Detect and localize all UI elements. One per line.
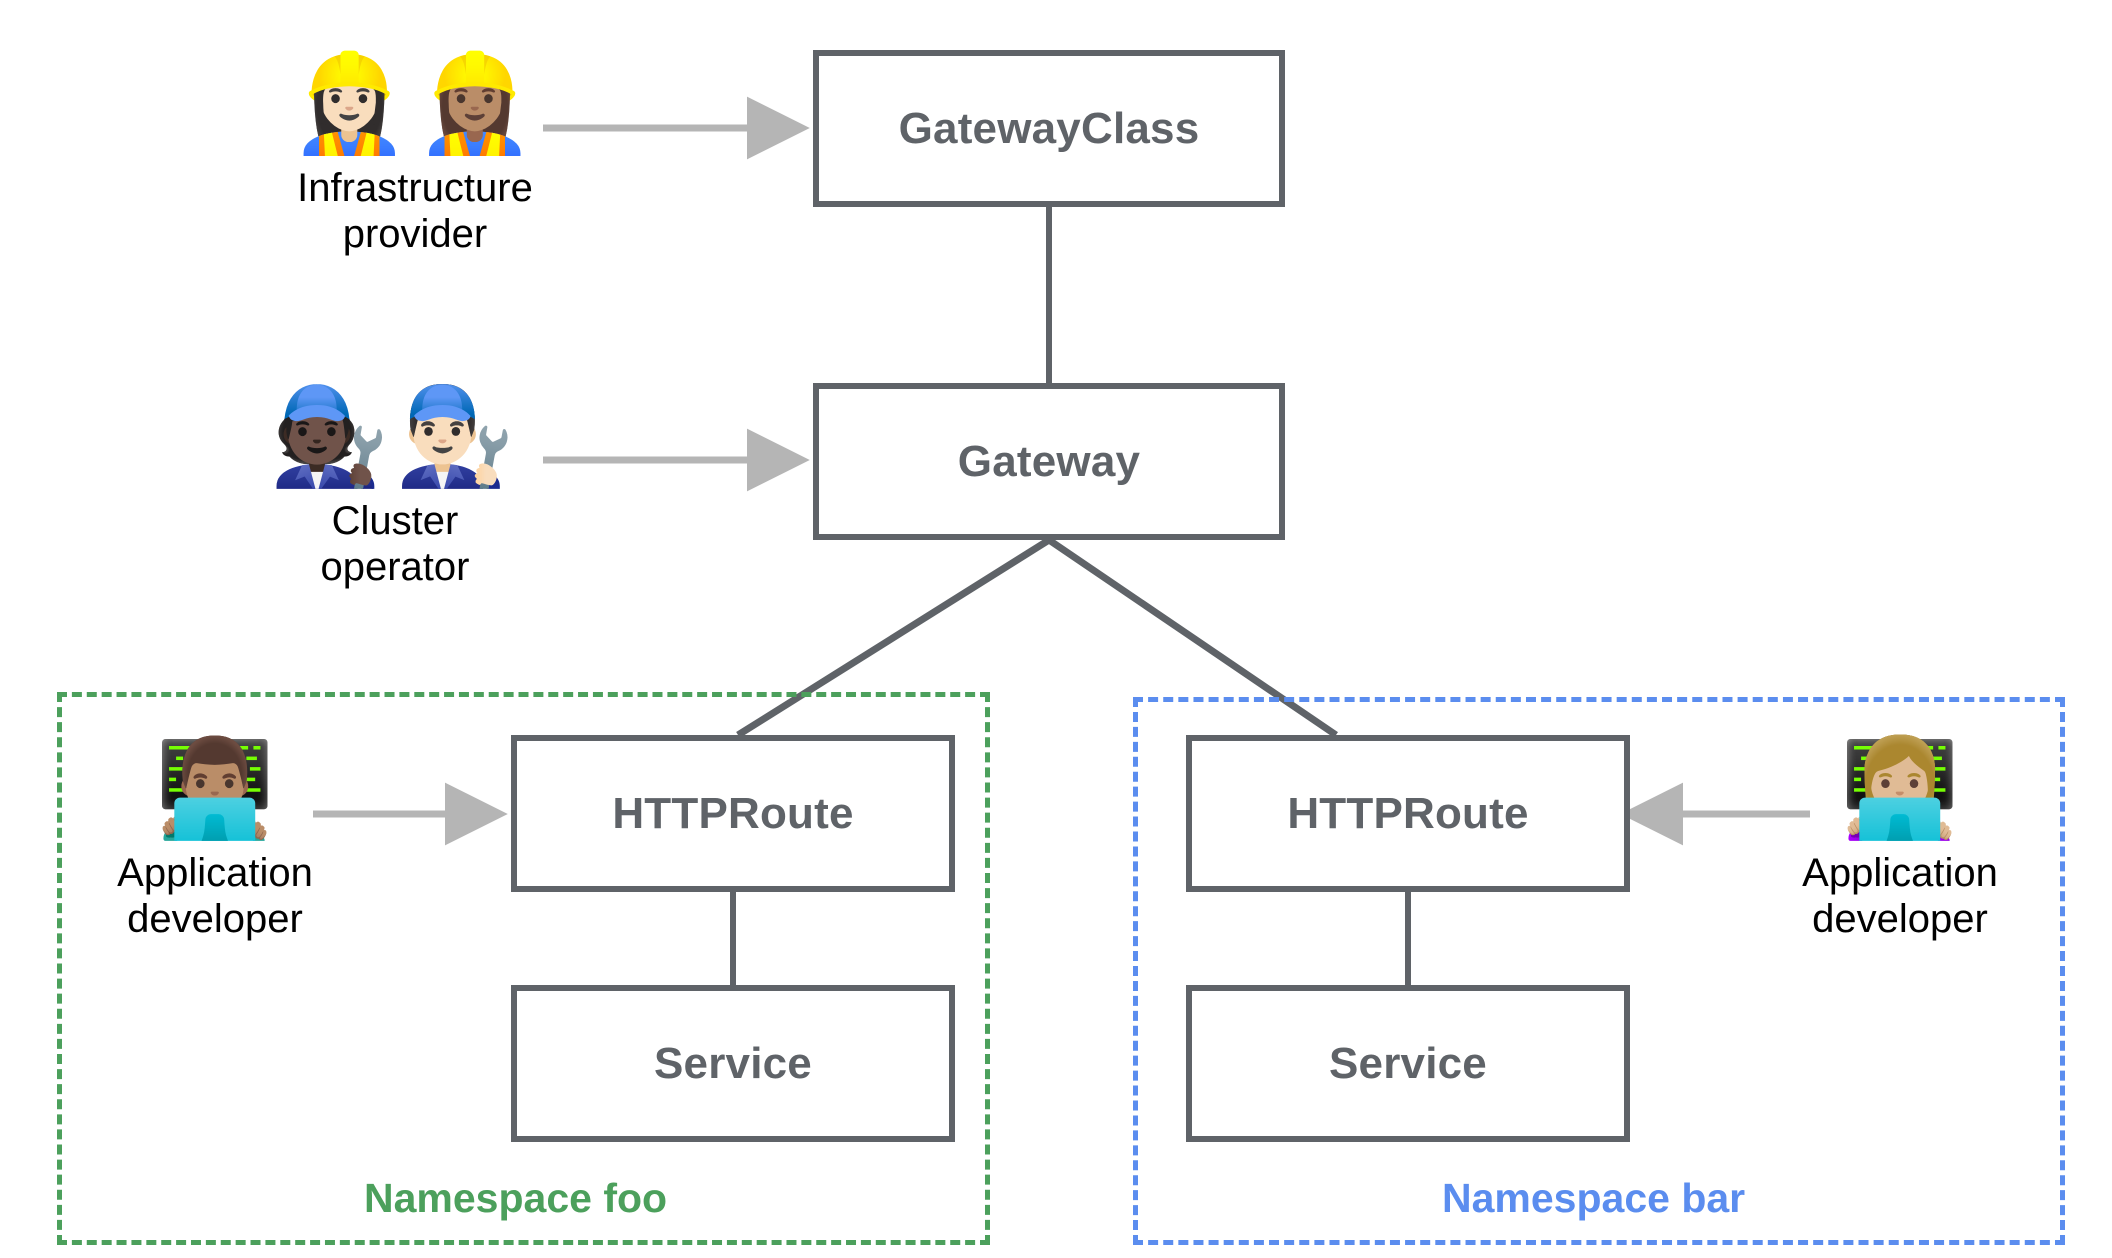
- service-bar-label: Service: [1329, 1038, 1487, 1088]
- persona-application-developer-bar-caption: Application developer: [1802, 851, 1998, 942]
- namespace-foo-container: [57, 692, 990, 1245]
- persona-application-developer-bar: 👩🏼‍💻 Application developer: [1785, 740, 2015, 943]
- namespace-foo-label: Namespace foo: [364, 1175, 668, 1221]
- service-foo-box[interactable]: Service: [511, 985, 955, 1142]
- gatewayclass-box[interactable]: GatewayClass: [813, 50, 1285, 207]
- persona-infrastructure-provider-caption: Infrastructure provider: [297, 166, 533, 257]
- httproute-foo-box[interactable]: HTTPRoute: [511, 735, 955, 892]
- persona-application-developer-foo-caption: Application developer: [117, 851, 313, 942]
- httproute-foo-label: HTTPRoute: [612, 788, 854, 838]
- mechanic-icon: 🧑🏿‍🔧👨🏻‍🔧: [269, 380, 521, 492]
- persona-infrastructure-provider: 👷🏻‍♀️👷🏽‍♀️ Infrastructure provider: [285, 55, 545, 258]
- woman-construction-worker-icon: 👷🏻‍♀️👷🏽‍♀️: [289, 47, 541, 159]
- woman-technologist-icon: 👩🏼‍💻: [1840, 732, 1960, 844]
- service-bar-box[interactable]: Service: [1186, 985, 1630, 1142]
- persona-cluster-operator-caption: Cluster operator: [320, 499, 470, 590]
- namespace-bar-label: Namespace bar: [1442, 1175, 1746, 1221]
- persona-cluster-operator: 🧑🏿‍🔧👨🏻‍🔧 Cluster operator: [265, 388, 525, 591]
- namespace-bar-container: [1133, 697, 2065, 1245]
- gateway-label: Gateway: [957, 436, 1141, 486]
- httproute-bar-label: HTTPRoute: [1287, 788, 1529, 838]
- persona-application-developer-foo: 👨🏽‍💻 Application developer: [100, 740, 330, 943]
- gateway-box[interactable]: Gateway: [813, 383, 1285, 540]
- httproute-bar-box[interactable]: HTTPRoute: [1186, 735, 1630, 892]
- service-foo-label: Service: [654, 1038, 812, 1088]
- man-technologist-icon: 👨🏽‍💻: [155, 732, 275, 844]
- gatewayclass-label: GatewayClass: [898, 103, 1200, 153]
